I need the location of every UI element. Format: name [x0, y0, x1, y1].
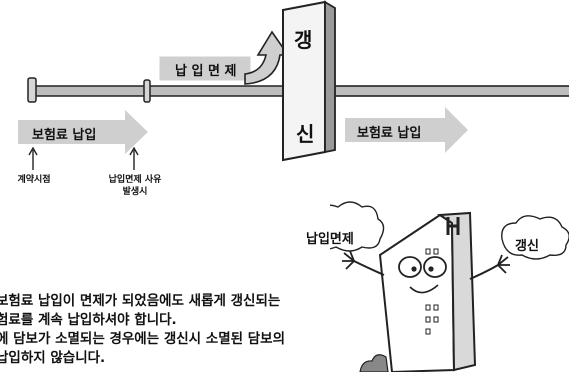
renewal-gate-label-bottom: 신 [296, 122, 315, 146]
timeline-illustration [18, 0, 569, 170]
waiver-arrow [159, 30, 290, 85]
marker-arrows [28, 146, 139, 170]
contract-start-label: 계약시점 [17, 175, 51, 185]
waiver-event-line2: 발생시 [122, 187, 148, 197]
renewal-gate-label-top: 갱 [294, 28, 313, 52]
explanation-line-4: 납입하지 않습니다. [0, 350, 106, 366]
premium-before-label: 보험료 납입 [32, 128, 97, 143]
speech-bubble-right [501, 215, 569, 260]
renewal-gate [282, 0, 336, 162]
explanation-line-3: 에 담보가 소멸되는 경우에는 갱신시 소멸된 담보의 [0, 331, 286, 347]
building-character [330, 201, 569, 372]
explanation-line-1: 보험료 납입이 면제가 되었음에도 새롭게 갱신되는 [0, 293, 281, 309]
waiver-event-label: 납입면제 사유 발생시 [96, 174, 174, 198]
bubble-left-text: 납입면제 [306, 232, 354, 247]
timeline-bar-right [329, 85, 569, 97]
premium-after-label: 보험료 납입 [357, 126, 422, 141]
bubble-right-text: 갱신 [515, 239, 539, 254]
speech-bubble-left [330, 201, 385, 252]
waiver-arrow-label: 납 입 면 제 [175, 64, 237, 79]
explanation-line-2: 험료를 계속 납입하셔야 합니다. [0, 312, 177, 328]
waiver-event-line1: 납입면제 사유 [108, 175, 162, 185]
building-body [342, 211, 510, 372]
premium-arrow-after [345, 107, 468, 153]
explanation-text: 보험료 납입이 면제가 되었음에도 새롭게 갱신되는 험료를 계속 납입하셔야 … [0, 292, 285, 368]
premium-arrow-before [18, 110, 148, 154]
